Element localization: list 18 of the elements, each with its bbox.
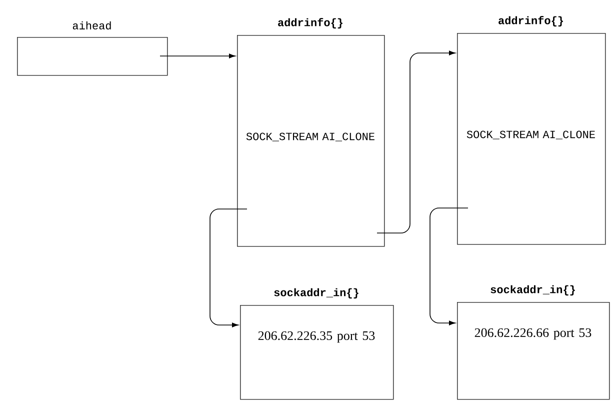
field-values: SOCK_STREAM AI_CLONE [246,132,374,142]
field-values: 206.62.226.35 port 53 [258,331,375,343]
variable-name: aihead [72,21,111,30]
field-values: 206.62.226.66 port 53 [474,328,592,340]
struct-box [457,285,610,400]
struct-box [457,16,606,245]
field-values: SOCK_STREAM AI_CLONE [466,130,595,140]
arrow [160,54,236,58]
struct-name: addrinfo{} [498,16,563,26]
struct-name: sockaddr_in{} [274,288,358,298]
arrow [376,50,456,234]
struct-name: sockaddr_in{} [490,285,575,296]
struct-box [240,288,394,400]
arrow [430,208,468,326]
arrow [210,208,248,328]
struct-box [237,18,385,247]
struct-box [17,21,168,76]
struct-name: addrinfo{} [278,18,342,28]
